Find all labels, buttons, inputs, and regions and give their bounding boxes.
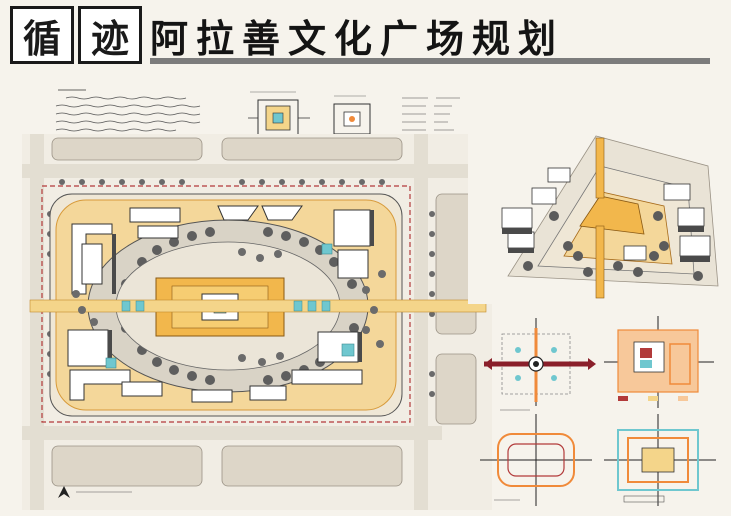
main-axis (29, 299, 487, 313)
main-title: 阿拉善文化广场规划 (150, 16, 565, 61)
aerial-perspective (468, 96, 726, 304)
title-box-ji: 迹 (78, 6, 142, 64)
title-box-xun: 循 (10, 6, 74, 64)
road-south (22, 426, 442, 440)
aerial-central-plaza (579, 195, 645, 235)
master-plan (22, 134, 492, 510)
design-notes (55, 89, 201, 132)
landscape-diagram (604, 414, 716, 506)
road-west (30, 134, 44, 510)
zoning-diagram (604, 316, 714, 408)
traffic-diagram (480, 414, 592, 506)
north-arrow-icon (58, 486, 70, 498)
indicator-table (402, 97, 460, 131)
road-north (22, 164, 492, 178)
analysis-diagrams (480, 316, 716, 506)
title-underline (150, 58, 710, 64)
road-east (414, 134, 428, 510)
axis-analysis-diagram (484, 318, 596, 411)
